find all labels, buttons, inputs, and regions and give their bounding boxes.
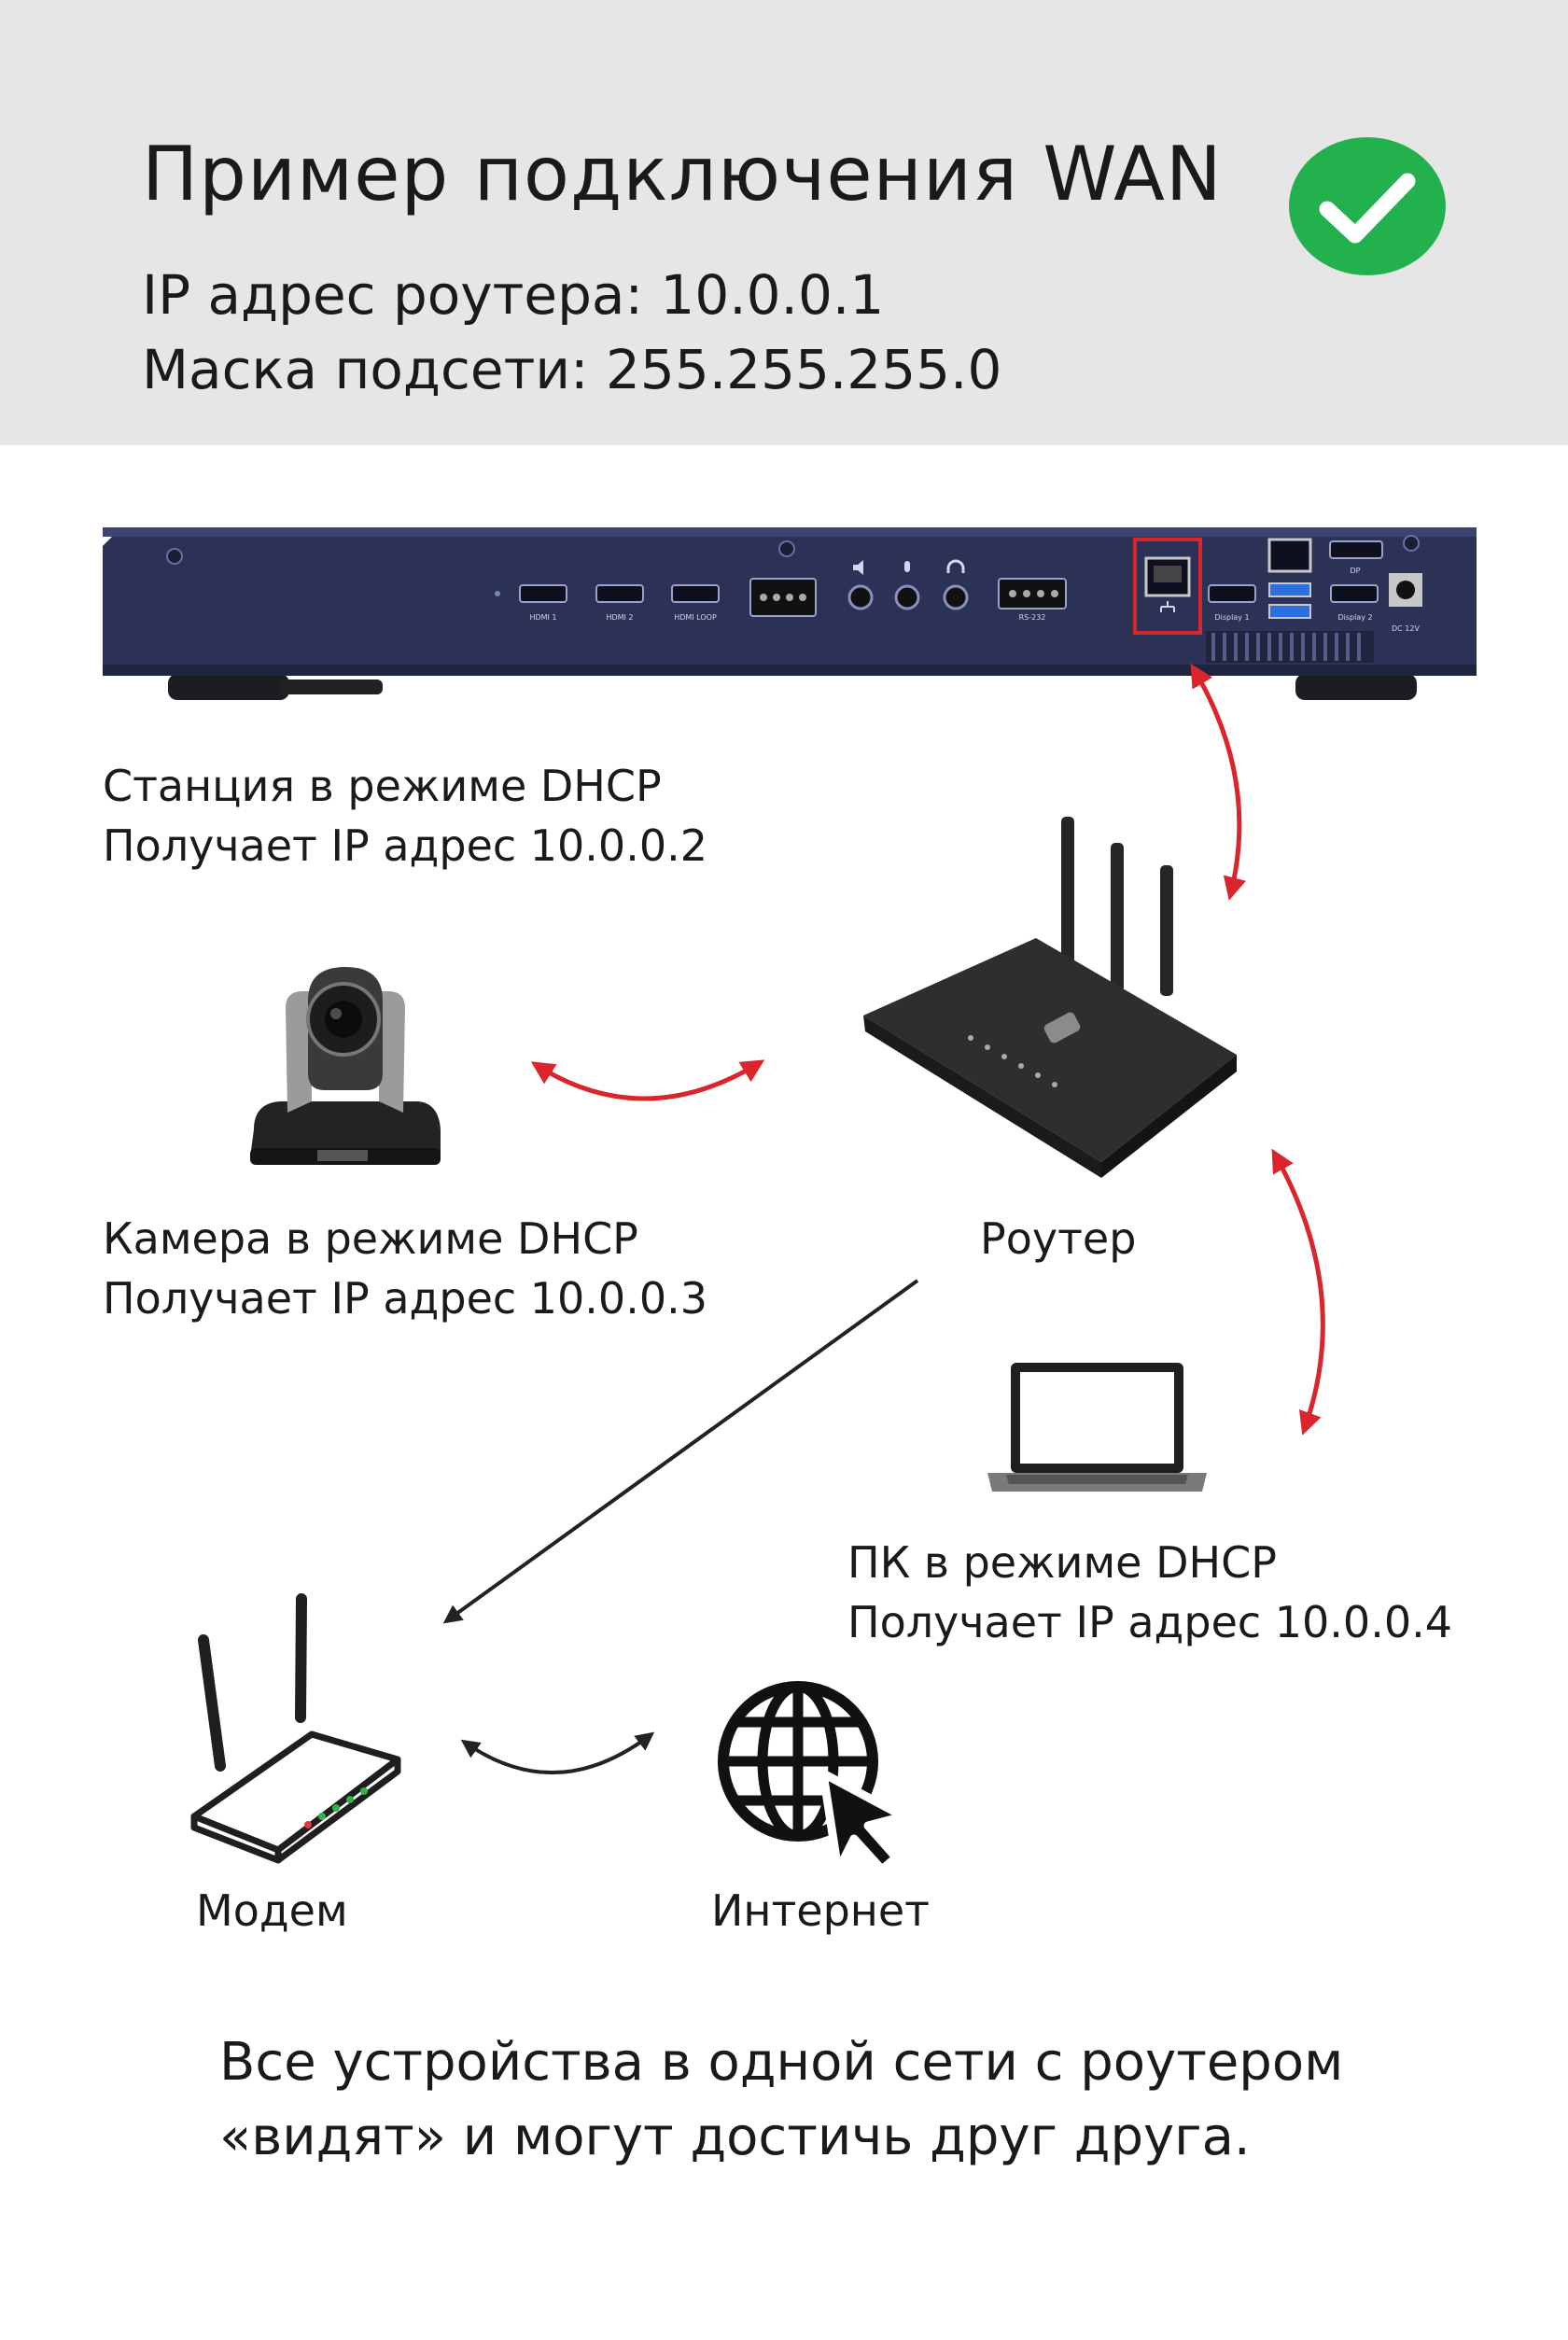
rs232-block xyxy=(998,578,1067,610)
check-circle-icon xyxy=(1289,137,1446,275)
dp-port xyxy=(1329,540,1383,559)
hdmi-port xyxy=(671,584,720,603)
modem-internet-arrow xyxy=(460,1731,655,1774)
router-label: Роутер xyxy=(980,1213,1137,1264)
pc-mode-text: ПК в режиме DHCP xyxy=(847,1537,1277,1588)
audio-jack xyxy=(847,584,874,610)
hdmi-port xyxy=(595,584,644,603)
pc-ip-text: Получает IP адрес 10.0.0.4 xyxy=(847,1597,1452,1647)
camera-ip-text: Получает IP адрес 10.0.0.3 xyxy=(103,1273,707,1324)
port-label: DP xyxy=(1351,567,1361,575)
router-icon xyxy=(863,817,1237,1178)
vent-grille xyxy=(1206,631,1374,663)
subnet-mask-text: Маска подсети: 255.255.255.0 xyxy=(142,338,1002,401)
audio-jack xyxy=(943,584,969,610)
footer-line: Все устройства в одной сети с роутером xyxy=(219,2032,1344,2093)
modem-label: Модем xyxy=(196,1885,348,1936)
rj45-port xyxy=(1267,538,1312,573)
port-label: Display 1 xyxy=(1214,613,1249,622)
terminal-block xyxy=(749,578,817,617)
hdmi-port xyxy=(1330,584,1379,603)
microphone-icon xyxy=(904,561,910,572)
camera-router-arrow xyxy=(530,1059,765,1101)
port-label: RS-232 xyxy=(1019,613,1046,622)
port-label: Display 2 xyxy=(1337,613,1372,622)
station-ip-text: Получает IP адрес 10.0.0.2 xyxy=(103,820,707,871)
lan-port-highlight xyxy=(1133,538,1202,635)
station-rear-panel: HDMI 1 HDMI 2 HDMI LOOP RS-232 Display 1 xyxy=(103,527,1477,700)
footer-note: Все устройства в одной сети с роутером «… xyxy=(219,2025,1343,2175)
internet-label: Интернет xyxy=(711,1885,930,1936)
hdmi-port xyxy=(519,584,567,603)
pc-label: ПК в режиме DHCP Получает IP адрес 10.0.… xyxy=(847,1533,1452,1652)
camera-mode-text: Камера в режиме DHCP xyxy=(103,1213,638,1264)
header-banner: Пример подключения WAN IP адрес роутера:… xyxy=(0,0,1568,445)
router-ip-text: IP адрес роутера: 10.0.0.1 xyxy=(142,263,885,327)
audio-jack xyxy=(894,584,920,610)
speaker-icon xyxy=(853,560,863,575)
footer-line: «видят» и могут достичь друг друга. xyxy=(219,2107,1251,2167)
camera-label: Камера в режиме DHCP Получает IP адрес 1… xyxy=(103,1209,707,1328)
modem-icon xyxy=(190,1593,401,1864)
station-router-arrow xyxy=(1190,663,1247,901)
globe-cursor-icon xyxy=(718,1681,908,1875)
dc-power-port xyxy=(1389,573,1422,607)
router-modem-arrow xyxy=(442,1279,919,1624)
hdmi-port xyxy=(1208,584,1256,603)
ptz-camera-icon xyxy=(250,967,441,1165)
laptop-icon xyxy=(987,1363,1207,1492)
port-label: HDMI LOOP xyxy=(674,613,717,622)
usb-port xyxy=(1268,582,1311,619)
page-title: Пример подключения WAN xyxy=(142,131,1223,217)
router-pc-arrow xyxy=(1271,1148,1325,1436)
station-mode-text: Станция в режиме DHCP xyxy=(103,761,662,811)
port-label: HDMI 1 xyxy=(529,613,556,622)
station-label: Станция в режиме DHCP Получает IP адрес … xyxy=(103,756,707,876)
port-label: HDMI 2 xyxy=(606,613,633,622)
port-label: DC 12V xyxy=(1392,624,1420,633)
headphones-icon xyxy=(946,559,965,573)
